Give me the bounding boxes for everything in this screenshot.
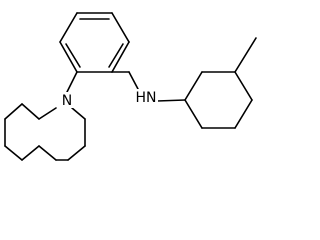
atom-label-n: N: [60, 92, 74, 109]
methyl-bond: [234, 37, 257, 73]
bond-nh-to-cyclohexyl: [156, 99, 186, 102]
bond-ring-to-nh: [128, 71, 139, 90]
cyclohexane-ring: [184, 71, 253, 129]
benzene-ring: [59, 12, 130, 73]
piperidine-ring: [4, 103, 86, 161]
svg-text:N: N: [62, 93, 72, 109]
molecule-drawing: N HN: [4, 12, 257, 161]
atom-label-nh: HN: [134, 89, 158, 106]
bond-ring-to-n: [66, 71, 78, 93]
svg-text:HN: HN: [136, 90, 157, 106]
structure-diagram: N HN: [4, 12, 257, 161]
